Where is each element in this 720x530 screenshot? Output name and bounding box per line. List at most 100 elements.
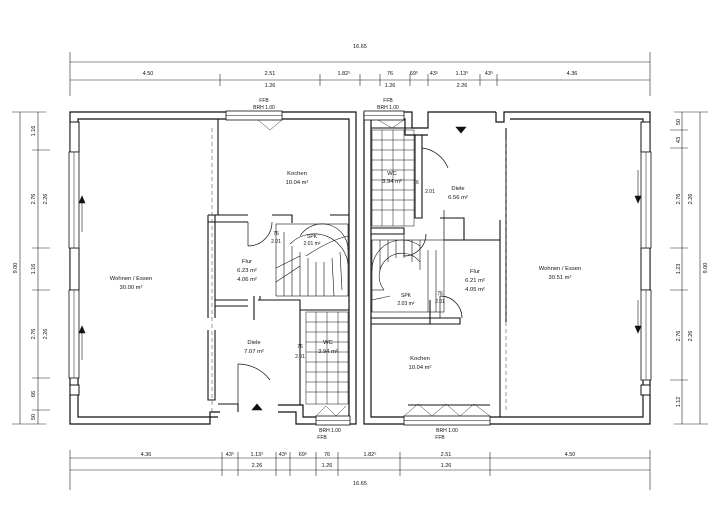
dim-left-total: 9.00 bbox=[13, 263, 19, 274]
dim-top-seg: 1.13⁵ bbox=[456, 70, 469, 77]
brh-label: BRH 1.00 bbox=[319, 428, 341, 434]
dim-bottom-seg: 4.36 bbox=[141, 452, 152, 458]
room-flur-right-area2: 4.05 m² bbox=[465, 287, 485, 293]
dim-left-seg: 2.76 bbox=[31, 329, 37, 340]
room-wohnen-right-area: 30.51 m² bbox=[549, 275, 572, 281]
dimension-bottom bbox=[69, 450, 651, 490]
room-wohnen-left-area: 30.00 m² bbox=[120, 285, 143, 291]
dim-right-seg: 43 bbox=[676, 137, 682, 143]
door-height-label: 2.01 bbox=[271, 239, 281, 245]
dim-right-seg: 2.76 bbox=[676, 331, 682, 342]
door-height-label: 2.01 bbox=[425, 189, 435, 195]
stair-right bbox=[371, 239, 445, 313]
dim-right-total: 9.00 bbox=[703, 263, 709, 274]
wc-tiles-right bbox=[371, 129, 415, 227]
room-wc-left-name: WC bbox=[323, 340, 333, 346]
room-wc-right-name: WC bbox=[387, 171, 397, 177]
dim-left-seg: 1.16 bbox=[31, 126, 37, 137]
brh-label: BRH 1.00 bbox=[377, 105, 399, 111]
brh-label: BRH 1.00 bbox=[253, 105, 275, 111]
dim-bottom-sub: 1.26 bbox=[322, 463, 333, 469]
window-panes bbox=[73, 115, 647, 421]
ffb-label: FFB bbox=[317, 435, 327, 441]
dim-right-seg: 1.23 bbox=[676, 264, 682, 275]
dim-top-seg: 43⁵ bbox=[430, 70, 438, 77]
room-kochen-right-name: Kochen bbox=[410, 356, 430, 362]
dim-top-seg: 1.82⁵ bbox=[338, 70, 351, 77]
dim-top-seg: 2.51 bbox=[265, 71, 276, 77]
dim-right-seg: 50 bbox=[676, 119, 682, 125]
room-diele-left-name: Diele bbox=[247, 340, 260, 346]
stair-spk-label: SPK bbox=[307, 234, 318, 240]
door-height-label: 2.01 bbox=[295, 354, 305, 360]
dim-top-seg: 76 bbox=[387, 71, 393, 77]
ffb-label: FFB bbox=[435, 435, 445, 441]
room-wc-right-area: 3.94 m² bbox=[382, 179, 402, 185]
dimension-right bbox=[670, 111, 708, 425]
dim-right-sub: 2.26 bbox=[688, 331, 694, 342]
room-wohnen-right-name: Wohnen / Essen bbox=[539, 266, 581, 272]
door-height-label: 2.01 bbox=[435, 299, 445, 305]
dimension-top bbox=[69, 52, 651, 96]
dim-bottom-seg: 76 bbox=[324, 452, 330, 458]
dim-top-sub: 1.26 bbox=[265, 83, 276, 89]
stair-spk-area: 2.03 m² bbox=[398, 301, 415, 307]
dim-top-sub: 2.26 bbox=[457, 83, 468, 89]
door-width-label: 76 bbox=[413, 180, 419, 186]
dim-left-seg: 66 bbox=[31, 391, 37, 397]
dim-top-seg: 69⁵ bbox=[410, 70, 418, 77]
room-diele-right-area: 6.56 m² bbox=[448, 195, 468, 201]
door-width-label: 76 bbox=[437, 291, 443, 297]
dim-bottom-seg: 43⁵ bbox=[226, 451, 234, 458]
dimension-left bbox=[12, 111, 50, 425]
room-flur-right-name: Flur bbox=[470, 269, 480, 275]
stair-spk-area: 2.01 m² bbox=[304, 241, 321, 247]
room-flur-left-area: 6.23 m² bbox=[237, 268, 257, 274]
dim-bottom-seg: 1.82⁵ bbox=[364, 451, 377, 458]
room-wohnen-left-name: Wohnen / Essen bbox=[110, 276, 152, 282]
dim-top-seg: 43⁵ bbox=[485, 70, 493, 77]
door-width-label: 76 bbox=[297, 344, 303, 350]
dim-right-sub: 2.26 bbox=[688, 194, 694, 205]
dim-left-sub: 2.26 bbox=[43, 329, 49, 340]
room-wc-left-area: 3.94 m² bbox=[318, 349, 338, 355]
room-flur-left-area2: 4.06 m² bbox=[237, 277, 257, 283]
dim-bottom-seg: 43⁵ bbox=[279, 451, 287, 458]
ffb-label: FFB bbox=[259, 98, 269, 104]
room-diele-right-name: Diele bbox=[451, 186, 464, 192]
dim-top-seg: 4.50 bbox=[143, 71, 154, 77]
stair-left bbox=[275, 223, 349, 297]
room-kochen-left-name: Kochen bbox=[287, 171, 307, 177]
dim-right-seg: 2.76 bbox=[676, 194, 682, 205]
dim-left-seg: 2.76 bbox=[31, 194, 37, 205]
dim-left-sub: 2.26 bbox=[43, 194, 49, 205]
dim-bottom-seg: 1.13⁵ bbox=[251, 451, 264, 458]
door-width-label: 76 bbox=[273, 231, 279, 237]
room-flur-right-area: 6.21 m² bbox=[465, 278, 485, 284]
brh-label: BRH 1.00 bbox=[436, 428, 458, 434]
dim-top-seg: 4.36 bbox=[567, 71, 578, 77]
dim-bottom-sub: 1.26 bbox=[441, 463, 452, 469]
dim-bottom-seg: 2.51 bbox=[441, 452, 452, 458]
doors bbox=[237, 147, 463, 404]
dashed-lines bbox=[211, 128, 507, 412]
ffb-label: FFB bbox=[383, 98, 393, 104]
arrows bbox=[78, 126, 642, 411]
wall-thickness bbox=[69, 121, 651, 396]
dim-right-seg: 1.12 bbox=[676, 397, 682, 408]
dim-bottom-seg: 4.50 bbox=[565, 452, 576, 458]
room-diele-left-area: 7.07 m² bbox=[244, 349, 264, 355]
dim-left-seg: 50 bbox=[31, 414, 37, 420]
dim-top-total: 16.65 bbox=[353, 44, 367, 50]
stair-spk-label: SPK bbox=[401, 293, 412, 299]
dim-top-sub: 1.26 bbox=[385, 83, 396, 89]
room-kochen-left-area: 10.04 m² bbox=[286, 180, 309, 186]
dim-bottom-total: 16.65 bbox=[353, 481, 367, 487]
wc-tiles-left bbox=[305, 311, 349, 405]
room-flur-left-name: Flur bbox=[242, 259, 252, 265]
dim-bottom-seg: 69⁵ bbox=[299, 451, 307, 458]
window-swings bbox=[257, 119, 491, 417]
dim-left-seg: 1.16 bbox=[31, 264, 37, 275]
dim-bottom-sub: 2.26 bbox=[252, 463, 263, 469]
